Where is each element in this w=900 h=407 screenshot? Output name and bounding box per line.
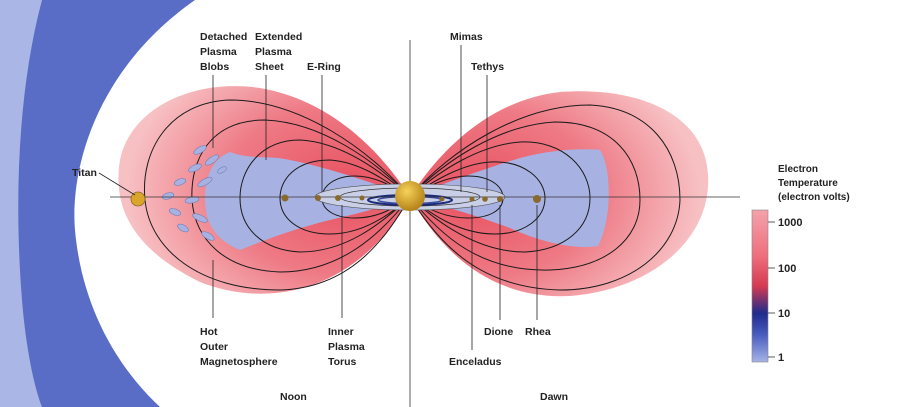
left-plasma-sheet [205, 152, 410, 250]
rhea-moon-right [533, 195, 541, 203]
legend-tick-1000: 1000 [778, 217, 802, 229]
legend-title-1: Electron [778, 164, 818, 175]
enceladus-moon [469, 196, 475, 202]
rhea-moon-left [281, 194, 289, 202]
label-enceladus: Enceladus [449, 356, 502, 368]
magnetopause-band [0, 0, 195, 407]
label-detached-3: Blobs [200, 61, 229, 73]
label-detached-1: Detached [200, 31, 247, 43]
label-inner-1: Inner [328, 326, 354, 338]
temperature-legend: Electron Temperature (electron volts) 10… [751, 164, 850, 364]
label-extended-3: Sheet [255, 61, 284, 73]
leader-lines [98, 45, 538, 350]
legend-tick-10: 10 [778, 308, 790, 320]
label-dione: Dione [484, 326, 513, 338]
tethys-moon-left [335, 195, 341, 201]
right-plasma-sheet [410, 149, 609, 248]
label-extended-1: Extended [255, 31, 302, 43]
label-inner-3: Torus [328, 356, 357, 368]
legend-color-bar [751, 209, 769, 363]
label-hot-1: Hot [200, 326, 218, 338]
legend-title-3: (electron volts) [778, 192, 850, 203]
label-noon: Noon [280, 391, 307, 403]
label-mimas: Mimas [450, 31, 483, 43]
legend-tick-100: 100 [778, 263, 796, 275]
dione-moon-right [497, 196, 503, 202]
label-extended-2: Plasma [255, 46, 292, 58]
label-rhea: Rhea [525, 326, 551, 338]
legend-title-2: Temperature [778, 178, 838, 189]
outer-light-band [0, 0, 42, 407]
label-detached-2: Plasma [200, 46, 237, 58]
detached-plasma-blobs [161, 145, 227, 241]
titan-moon [130, 191, 146, 207]
tethys-moon-right [482, 196, 488, 202]
label-tethys: Tethys [471, 61, 504, 73]
label-hot-3: Magnetosphere [200, 356, 278, 368]
saturn [395, 181, 425, 211]
legend-tick-1: 1 [778, 352, 784, 364]
label-inner-2: Plasma [328, 341, 365, 353]
right-field-lines [409, 104, 681, 291]
dione-moon-left [315, 195, 321, 201]
label-e-ring: E-Ring [307, 61, 341, 73]
label-hot-2: Outer [200, 341, 228, 353]
mimas-moon-right [439, 196, 445, 202]
label-dawn: Dawn [540, 391, 568, 403]
mimas-moon-left [359, 195, 365, 201]
label-titan: Titan [72, 167, 97, 179]
